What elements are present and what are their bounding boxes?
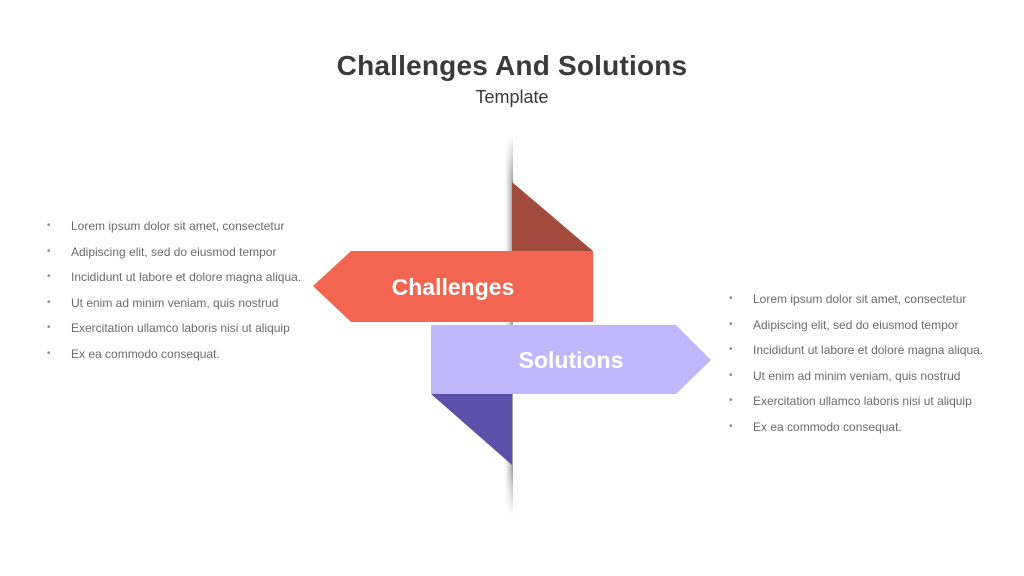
list-item: •Ut enim ad minim veniam, quis nostrud xyxy=(729,368,961,383)
bullet-icon: • xyxy=(729,369,733,381)
bullet-icon: • xyxy=(729,344,733,356)
list-item: •Ex ea commodo consequat. xyxy=(729,419,902,434)
page-title: Challenges And Solutions xyxy=(336,50,688,81)
bullet-icon: • xyxy=(729,318,733,330)
list-item: •Ut enim ad minim veniam, quis nostrud xyxy=(47,295,279,310)
bullet-icon: • xyxy=(47,220,51,231)
solutions-label: Solutions xyxy=(519,347,624,373)
bullet-icon: • xyxy=(47,347,51,359)
list-item: •Adipiscing elit, sed do eiusmod tempor xyxy=(729,317,959,332)
challenges-arrow xyxy=(313,251,593,322)
list-item: •Exercitation ullamco laboris nisi ut al… xyxy=(729,394,972,409)
list-item: •Ex ea commodo consequat. xyxy=(47,346,220,361)
bullet-icon: • xyxy=(47,271,51,283)
solutions-fold xyxy=(431,394,512,465)
list-item: •Adipiscing elit, sed do eiusmod tempor xyxy=(47,244,277,259)
bullet-icon: • xyxy=(729,395,733,407)
bullet-icon: • xyxy=(47,322,51,334)
challenges-bullet-list: •Lorem ipsum dolor sit amet, consectetur… xyxy=(47,218,301,372)
bullet-icon: • xyxy=(729,420,733,432)
bullet-icon: • xyxy=(47,296,51,308)
list-item: •Incididunt ut labore et dolore magna al… xyxy=(47,270,302,285)
challenges-fold xyxy=(512,182,593,251)
list-item: •Lorem ipsum dolor sit amet, consectetur xyxy=(729,292,967,306)
bullet-icon: • xyxy=(729,293,733,304)
page-subtitle: Template xyxy=(475,87,549,107)
list-item: •Exercitation ullamco laboris nisi ut al… xyxy=(47,321,290,336)
bullet-icon: • xyxy=(47,245,51,257)
solutions-arrow xyxy=(431,325,711,394)
solutions-bullet-list: •Lorem ipsum dolor sit amet, consectetur… xyxy=(729,291,983,445)
list-item: •Incididunt ut labore et dolore magna al… xyxy=(729,343,984,358)
challenges-label: Challenges xyxy=(392,274,515,300)
list-item: •Lorem ipsum dolor sit amet, consectetur xyxy=(47,219,285,233)
